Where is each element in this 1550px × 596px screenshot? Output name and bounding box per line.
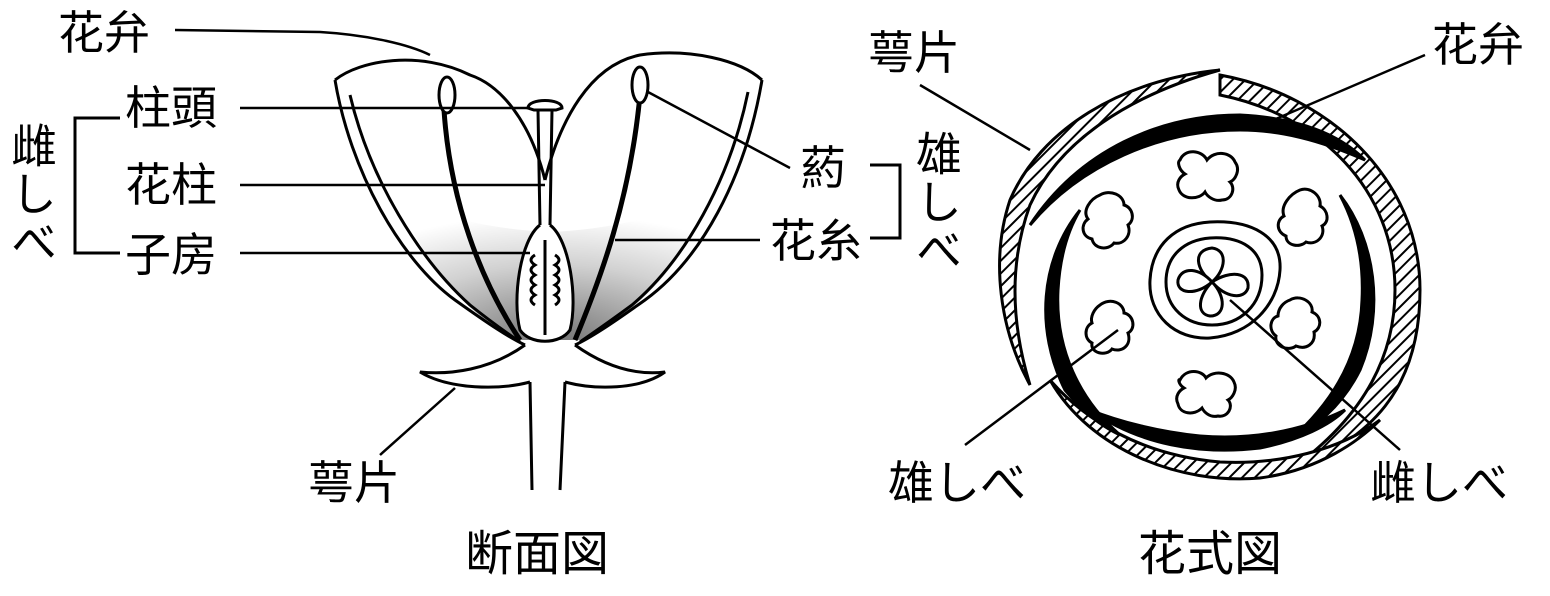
fd-label-sepal: 萼片 — [868, 30, 960, 76]
stamen-bracket — [870, 165, 900, 238]
label-petal: 花弁 — [58, 10, 150, 56]
fd-label-petal: 花弁 — [1432, 22, 1524, 68]
style — [538, 110, 552, 225]
pistil-bracket — [75, 118, 120, 253]
fd-label-pistil: 雌しべ — [1370, 460, 1508, 506]
anther-leader — [648, 92, 790, 168]
label-ovary: 子房 — [125, 232, 217, 278]
sepal-leader — [380, 388, 455, 455]
anther-6 — [1177, 372, 1236, 417]
anther-3 — [1278, 189, 1327, 245]
label-anther: 葯 — [800, 145, 846, 191]
stem — [530, 382, 565, 490]
caption-floral-diagram: 花式図 — [1138, 530, 1282, 578]
label-stamen: 雄しべ — [913, 130, 959, 274]
anther-5 — [1271, 298, 1320, 348]
anther-1 — [1178, 152, 1238, 201]
left-petal — [335, 60, 545, 180]
petal-leader — [175, 30, 430, 55]
label-style: 花柱 — [125, 162, 217, 208]
right-sepal — [565, 345, 665, 387]
label-sepal: 萼片 — [308, 460, 400, 506]
label-stigma: 柱頭 — [125, 85, 217, 131]
anther-4 — [1086, 301, 1133, 353]
right-anther — [632, 67, 648, 103]
stigma — [528, 101, 562, 111]
caption-cross-section: 断面図 — [465, 530, 609, 578]
floral-diagram-drawing — [1000, 70, 1420, 479]
left-sepal — [420, 345, 530, 387]
label-filament: 花糸 — [770, 218, 862, 264]
anther-2 — [1083, 193, 1132, 248]
fd-label-stamen: 雄しべ — [888, 460, 1026, 506]
label-pistil: 雌しべ — [8, 122, 54, 266]
